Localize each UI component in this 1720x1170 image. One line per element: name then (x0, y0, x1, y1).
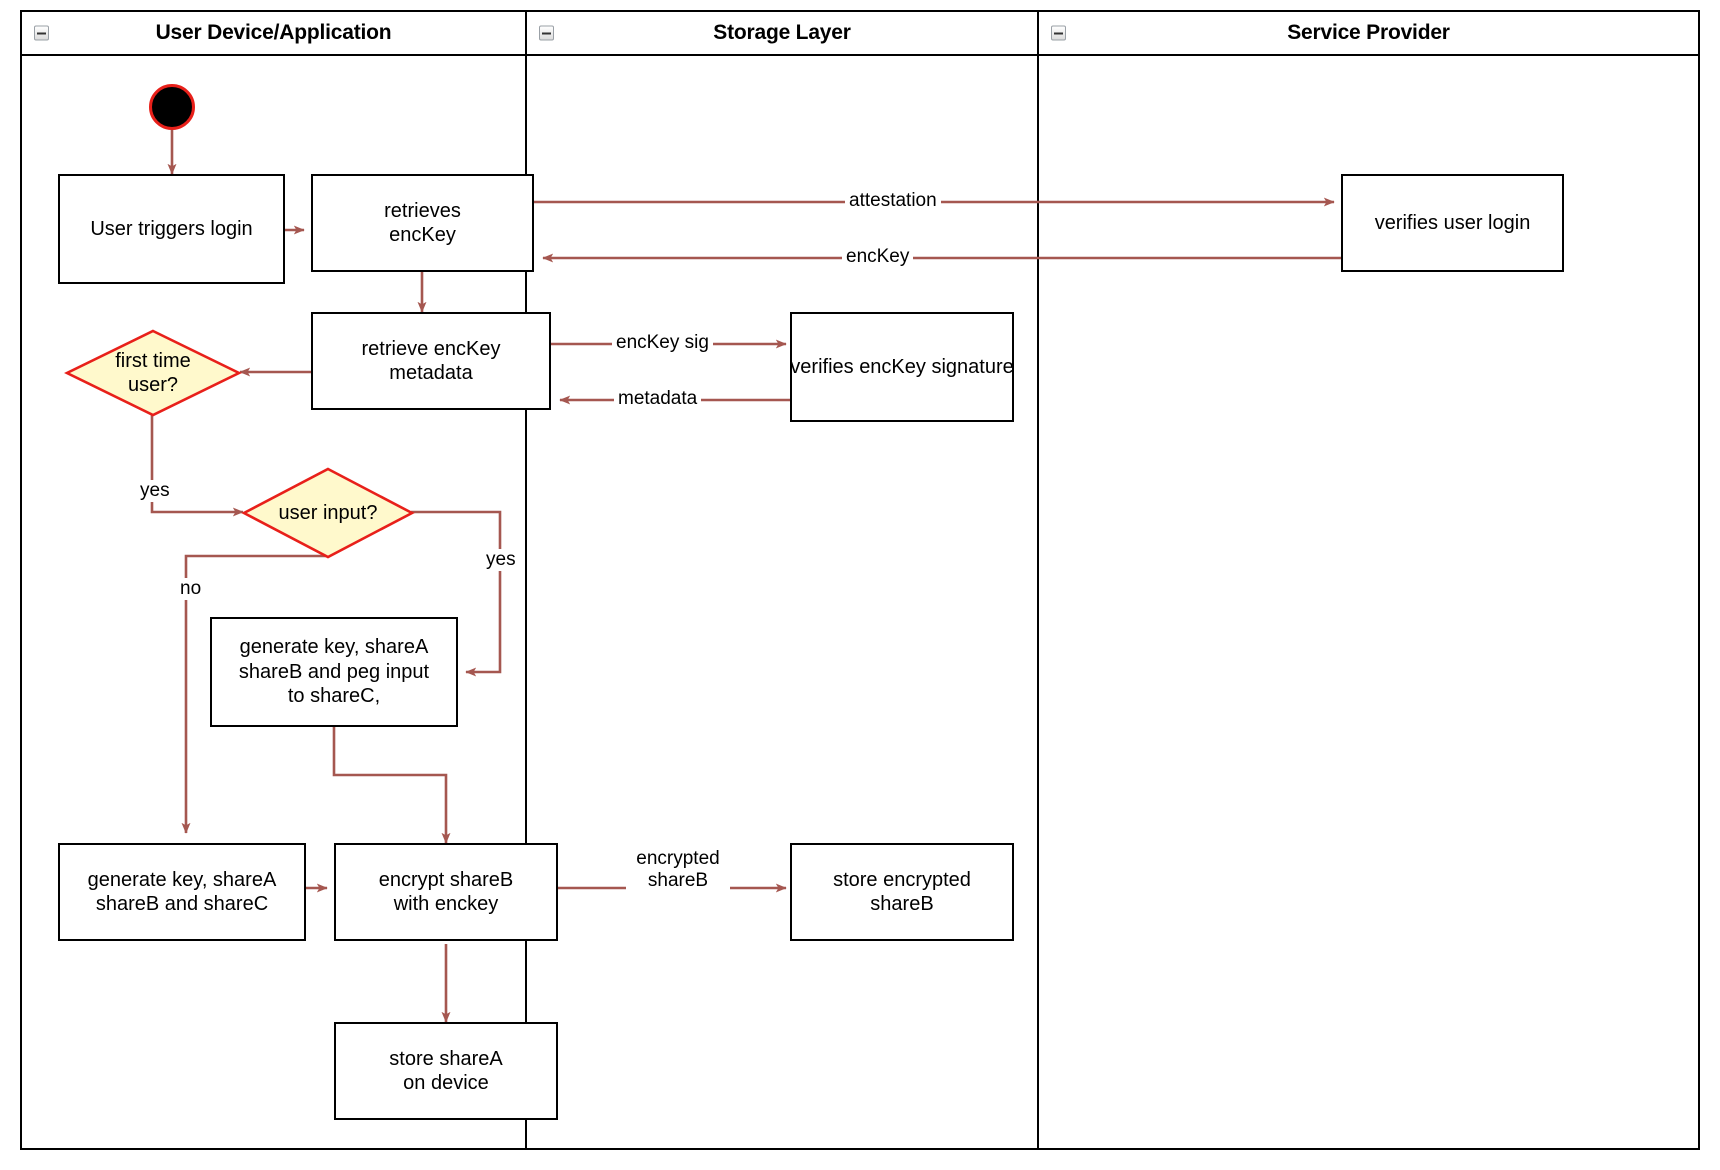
collapse-minus-icon[interactable] (1051, 25, 1066, 41)
collapse-minus-icon[interactable] (539, 25, 554, 41)
swimlane-service-provider[interactable]: Service Provider (1039, 12, 1698, 1148)
node-retrieve-enckey-metadata[interactable]: retrieve encKey metadata (311, 312, 551, 410)
edge-label-enckey-sig: encKey sig (612, 332, 713, 354)
node-generate-key-sharec[interactable]: generate key, shareA shareB and shareC (58, 843, 306, 941)
node-user-triggers-login[interactable]: User triggers login (58, 174, 285, 284)
edge-label-line-2: shareB (647, 869, 709, 891)
swimlane-header-user-device[interactable]: User Device/Application (22, 12, 525, 56)
node-verifies-enckey-signature[interactable]: verifies encKey signature (790, 312, 1014, 422)
node-line-1: store shareA (389, 1047, 503, 1070)
edge-label-yes-userinput: yes (482, 549, 520, 571)
node-generate-key-peg[interactable]: generate key, shareA shareB and peg inpu… (210, 617, 458, 727)
edge-label-attestation: attestation (845, 190, 941, 212)
swimlane-user-device[interactable]: User Device/Application (22, 12, 527, 1148)
swimlane-title-storage-layer: Storage Layer (713, 21, 851, 44)
node-line-2: with enckey (393, 893, 499, 915)
swimlane-storage-layer[interactable]: Storage Layer (527, 12, 1039, 1148)
edge-label-line-1: encrypted (636, 848, 720, 869)
node-verifies-user-login[interactable]: verifies user login (1341, 174, 1564, 272)
swimlane-header-service-provider[interactable]: Service Provider (1039, 12, 1698, 56)
edge-label-encrypted-shareb: encrypted shareB (626, 848, 730, 892)
node-line-2: encKey (389, 224, 456, 246)
node-line-1: generate key, shareA (239, 636, 429, 659)
node-retrieves-enckey[interactable]: retrieves encKey (311, 174, 534, 272)
node-line-1: encrypt shareB (378, 868, 514, 891)
initial-node[interactable] (149, 84, 195, 130)
node-line-2: metadata (389, 362, 473, 384)
decision-user-input[interactable]: user input? (241, 467, 415, 559)
edge-label-yes-firsttime: yes (136, 480, 174, 502)
node-store-encrypted-shareb[interactable]: store encrypted shareB (790, 843, 1014, 941)
node-line-2: shareB and peg input (238, 660, 430, 683)
node-line-1: retrieves (384, 199, 461, 222)
node-line-2: shareB (870, 893, 934, 915)
node-encrypt-shareb[interactable]: encrypt shareB with enckey (334, 843, 558, 941)
node-line-3: to shareC, (287, 685, 381, 708)
swimlane-title-service-provider: Service Provider (1287, 21, 1450, 44)
swimlane-header-storage-layer[interactable]: Storage Layer (527, 12, 1037, 56)
node-line-1: store encrypted (833, 868, 971, 891)
collapse-minus-icon[interactable] (34, 25, 49, 41)
node-line-1: generate key, shareA (87, 868, 277, 891)
swimlane-title-user-device: User Device/Application (155, 21, 392, 44)
node-store-sharea[interactable]: store shareA on device (334, 1022, 558, 1120)
edge-label-no-userinput: no (176, 578, 206, 600)
node-line-1: retrieve encKey (361, 337, 501, 360)
edge-label-metadata: metadata (614, 388, 702, 410)
edge-label-enckey: encKey (842, 246, 914, 268)
node-line-2: on device (403, 1072, 489, 1094)
node-line-2: shareB and shareC (95, 893, 269, 915)
decision-first-time-user[interactable]: first time user? (64, 329, 242, 417)
